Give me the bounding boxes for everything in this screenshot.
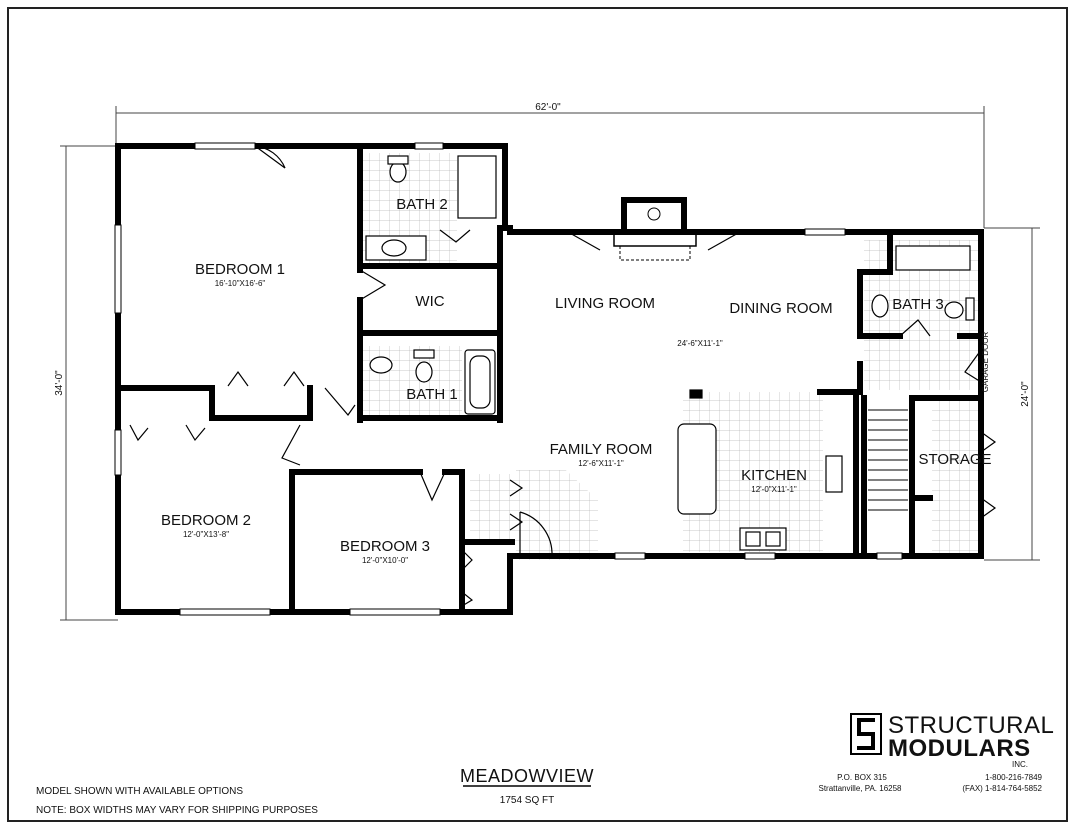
bedroom2-label: BEDROOM 2 xyxy=(161,512,251,529)
dimension-lines xyxy=(60,106,1040,621)
door-swings xyxy=(129,145,997,607)
storage-label: STORAGE xyxy=(918,451,991,468)
bedroom3-label: BEDROOM 3 xyxy=(340,538,430,555)
company-name-line2: MODULARS xyxy=(888,735,1031,762)
company-po-box: P.O. BOX 315 xyxy=(837,773,887,782)
windows xyxy=(114,142,903,616)
company-city: Strattanville, PA. 16258 xyxy=(818,784,902,793)
garage-door-label: GARAGE DOOR xyxy=(981,332,990,393)
stairs xyxy=(868,409,908,511)
overall-depth-right-label: 24'-0" xyxy=(1020,381,1031,407)
family-room-label: FAMILY ROOM xyxy=(550,441,653,458)
bath3-label: BATH 3 xyxy=(892,296,943,313)
tile-floors xyxy=(362,153,982,560)
bath2-label: BATH 2 xyxy=(396,196,447,213)
note-box-widths: NOTE: BOX WIDTHS MAY VARY FOR SHIPPING P… xyxy=(36,805,318,816)
overall-width-label: 62'-0" xyxy=(535,102,561,113)
company-fax: (FAX) 1-814-764-5852 xyxy=(962,784,1042,793)
bath1-label: BATH 1 xyxy=(406,386,457,403)
fireplace xyxy=(613,197,697,261)
company-suffix: INC. xyxy=(1012,760,1028,769)
family-room-size: 12'-6"X11'-1" xyxy=(578,459,624,468)
model-name: MEADOWVIEW xyxy=(460,766,594,786)
dining-room-label: DINING ROOM xyxy=(729,300,832,317)
company-name-line1: STRUCTURAL xyxy=(888,712,1054,739)
living-room-label: LIVING ROOM xyxy=(555,295,655,312)
bedroom1-label: BEDROOM 1 xyxy=(195,261,285,278)
kitchen-label: KITCHEN xyxy=(741,467,807,484)
living-dining-size: 24'-6"X11'-1" xyxy=(677,339,723,348)
company-phone: 1-800-216-7849 xyxy=(985,773,1042,782)
sheet-border xyxy=(7,7,1068,822)
bedroom3-size: 12'-0"X10'-0" xyxy=(362,556,408,565)
bedroom1-size: 16'-10"X16'-6" xyxy=(215,279,266,288)
note-options: MODEL SHOWN WITH AVAILABLE OPTIONS xyxy=(36,786,243,797)
area-label: 1754 SQ FT xyxy=(500,795,554,806)
company-logo-icon xyxy=(850,713,882,755)
bedroom2-size: 12'-0"X13'-8" xyxy=(183,530,229,539)
fixtures xyxy=(365,155,975,551)
wic-label: WIC xyxy=(415,293,444,310)
overall-depth-left-label: 34'-0" xyxy=(54,370,65,396)
kitchen-size: 12'-0"X11'-1" xyxy=(751,485,797,494)
